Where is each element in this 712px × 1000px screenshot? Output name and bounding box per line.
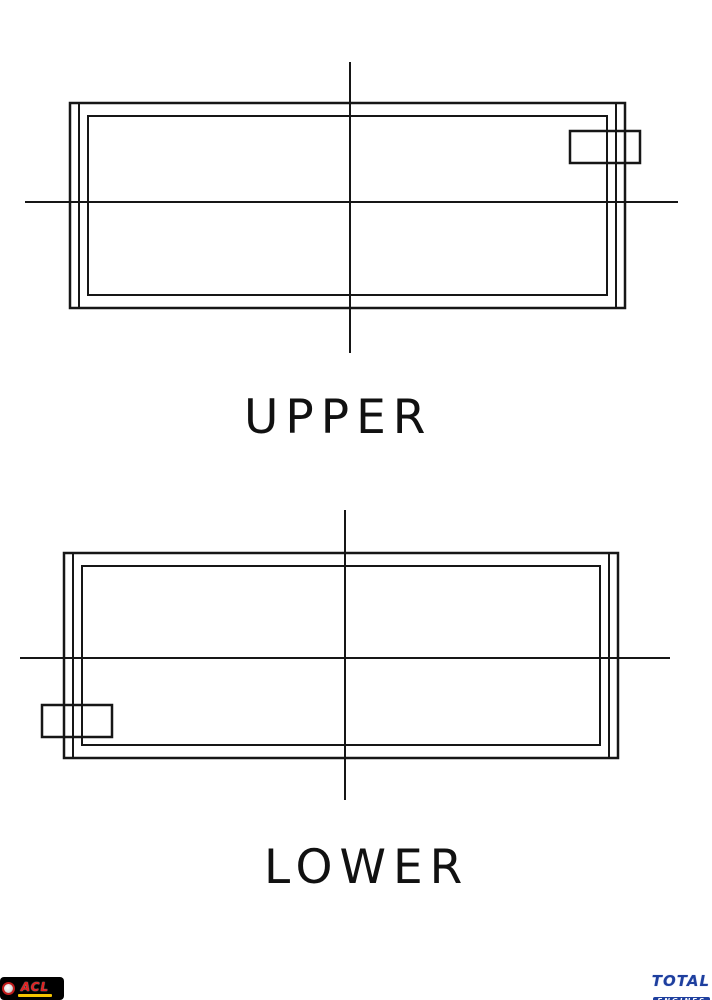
upper-shell-view — [25, 62, 678, 353]
lower-outer-outline — [62, 551, 620, 760]
lower-inner-outline — [81, 565, 601, 746]
upper-inner-outline — [87, 115, 608, 296]
total-engines-logo-line1: TOTAL — [651, 972, 710, 990]
acl-emblem-icon — [2, 982, 15, 995]
lower-view-label: LOWER — [264, 840, 470, 895]
acl-logo-textwrap: ACL — [18, 981, 52, 997]
total-engines-logo-line2: ENGINES — [653, 997, 710, 1000]
upper-outer-outline — [68, 101, 627, 310]
acl-logo-text: ACL — [20, 979, 50, 994]
lower-shell-view — [20, 510, 670, 800]
upper-view-label: UPPER — [244, 390, 433, 445]
total-engines-logo: TOTAL ENGINES — [652, 974, 710, 1000]
acl-logo: ACL — [0, 977, 64, 1000]
upper-locating-tab — [568, 129, 642, 165]
acl-logo-accent-bar — [18, 993, 52, 997]
lower-locating-tab — [40, 703, 114, 739]
